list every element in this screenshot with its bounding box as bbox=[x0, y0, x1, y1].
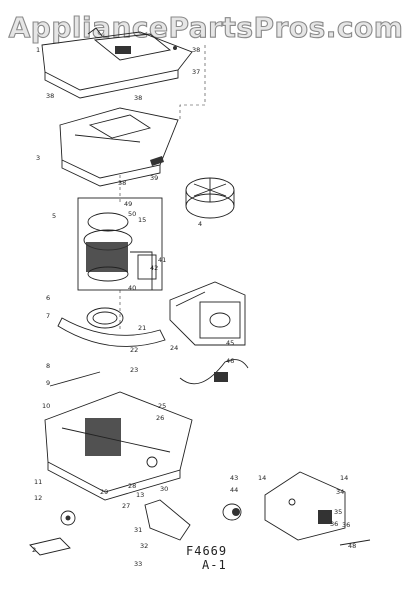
callout-32: 32 bbox=[140, 542, 148, 550]
watermark-text: AppliancePartsPros.com bbox=[9, 11, 404, 44]
callout-46: 46 bbox=[226, 357, 234, 365]
callout-48: 48 bbox=[348, 542, 356, 550]
callout-38: 38 bbox=[118, 179, 126, 187]
part-knob bbox=[222, 503, 242, 521]
part-bracket-plate bbox=[264, 471, 346, 541]
part-hose-fitting bbox=[144, 499, 191, 541]
callout-35: 35 bbox=[334, 508, 342, 516]
callout-44: 44 bbox=[230, 486, 238, 494]
assembly-line-top bbox=[179, 45, 206, 120]
callout-21: 21 bbox=[138, 324, 146, 332]
callout-9: 9 bbox=[46, 379, 50, 387]
part-motor-assembly bbox=[77, 197, 163, 291]
callout-6: 6 bbox=[46, 294, 50, 302]
callout-7: 7 bbox=[46, 312, 50, 320]
callout-8: 8 bbox=[46, 362, 50, 370]
callout-27: 27 bbox=[122, 502, 130, 510]
callout-14: 14 bbox=[258, 474, 266, 482]
part-paper-bag bbox=[169, 281, 246, 346]
callout-26: 26 bbox=[156, 414, 164, 422]
callout-28: 28 bbox=[128, 482, 136, 490]
callout-25: 25 bbox=[158, 402, 166, 410]
callout-37: 37 bbox=[192, 68, 200, 76]
callout-50: 50 bbox=[128, 210, 136, 218]
callout-43: 43 bbox=[230, 474, 238, 482]
callout-10: 10 bbox=[42, 402, 50, 410]
callout-4: 4 bbox=[198, 220, 202, 228]
callout-23: 23 bbox=[130, 366, 138, 374]
callout-30: 30 bbox=[160, 485, 168, 493]
callout-45: 45 bbox=[226, 339, 234, 347]
callout-41: 41 bbox=[158, 256, 166, 264]
callout-42: 42 bbox=[150, 264, 158, 272]
callout-29: 29 bbox=[100, 488, 108, 496]
part-clip bbox=[339, 539, 371, 546]
callout-49: 49 bbox=[124, 200, 132, 208]
figure-sheet: A-1 bbox=[202, 558, 227, 572]
callout-14: 14 bbox=[340, 474, 348, 482]
callout-15: 15 bbox=[138, 216, 146, 224]
callout-36: 36 bbox=[330, 520, 338, 528]
callout-40: 40 bbox=[128, 284, 136, 292]
figure-label: F4669 A-1 bbox=[186, 544, 227, 572]
part-top-cover bbox=[41, 27, 193, 99]
part-power-cord bbox=[179, 359, 249, 385]
callout-36: 36 bbox=[342, 521, 350, 529]
callout-12: 12 bbox=[34, 494, 42, 502]
callout-1: 1 bbox=[36, 46, 40, 54]
callout-38: 38 bbox=[46, 92, 54, 100]
callout-13: 13 bbox=[136, 491, 144, 499]
part-bracket bbox=[29, 537, 71, 556]
callout-11: 11 bbox=[34, 478, 42, 486]
part-strap bbox=[57, 317, 166, 347]
callout-34: 34 bbox=[336, 488, 344, 496]
part-wheel bbox=[60, 510, 76, 526]
callout-2: 2 bbox=[32, 546, 36, 554]
callout-38: 38 bbox=[134, 94, 142, 102]
callout-33: 33 bbox=[134, 560, 142, 568]
part-bag-housing bbox=[59, 107, 179, 187]
watermark: AppliancePartsPros.com bbox=[8, 10, 404, 44]
callout-5: 5 bbox=[52, 212, 56, 220]
callout-22: 22 bbox=[130, 346, 138, 354]
callout-24: 24 bbox=[170, 344, 178, 352]
part-cord-clip bbox=[214, 372, 228, 382]
callout-31: 31 bbox=[134, 526, 142, 534]
callout-38: 38 bbox=[192, 46, 200, 54]
part-base-housing bbox=[44, 391, 193, 501]
callout-3: 3 bbox=[36, 154, 40, 162]
part-filter-disc bbox=[185, 177, 235, 219]
part-rod bbox=[49, 371, 101, 387]
callout-39: 39 bbox=[150, 174, 158, 182]
part-gasket bbox=[86, 307, 124, 329]
figure-code: F4669 bbox=[186, 544, 228, 558]
